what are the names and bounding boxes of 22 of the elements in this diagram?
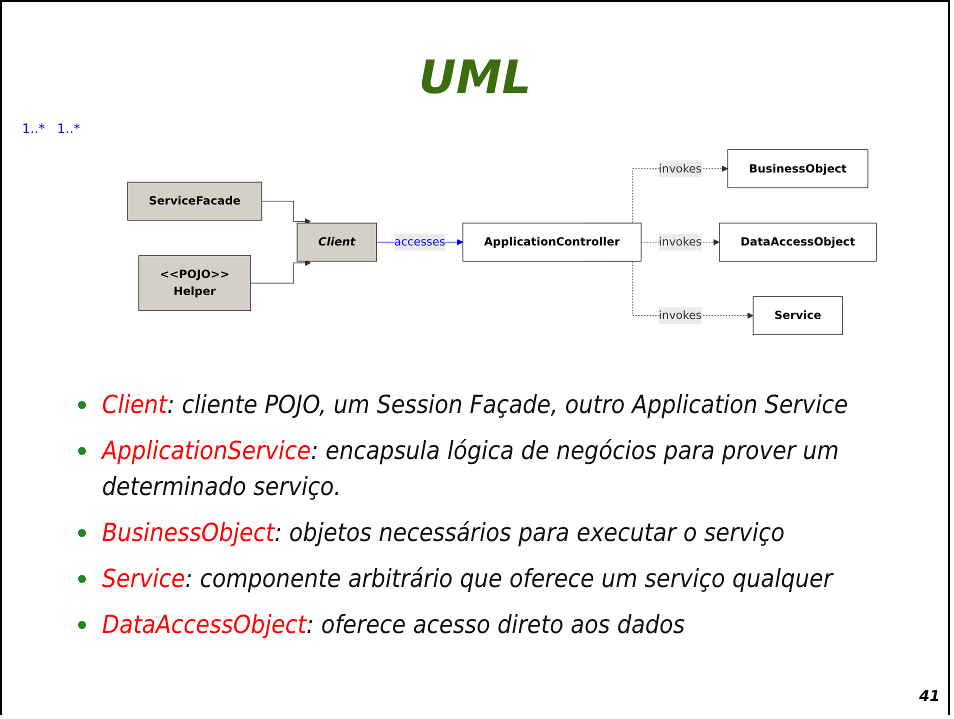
edge-label: accesses xyxy=(394,234,446,248)
page-number: 41 xyxy=(919,687,940,705)
node-box: ApplicationController xyxy=(462,222,642,262)
bullet-text: Client: cliente POJO, um Session Façade, outro Application Service xyxy=(102,390,848,419)
node-box: BusinessObject xyxy=(727,149,868,188)
bullet-text: DataAccessObject: oferece acesso direto aos dados xyxy=(102,610,685,639)
slide-title: UML xyxy=(418,50,532,104)
edge-label: invokes xyxy=(658,161,702,175)
multiplicity-label: 1..* xyxy=(22,122,46,137)
edge-label: invokes xyxy=(658,308,702,322)
node-box: ServiceFacade xyxy=(127,182,262,220)
bullet-text: BusinessObject: objetos necessários para executar o serviço xyxy=(102,518,785,547)
arrow xyxy=(261,200,311,224)
node-box: Client xyxy=(296,222,377,262)
node-box: Service xyxy=(752,296,843,335)
bullet-text: ApplicationService: encapsula lógica de negócios para prover um determinado serviço. xyxy=(102,436,839,501)
arrow xyxy=(250,260,311,284)
bullet-text: Service: componente arbitrário que oferece um serviço qualquer xyxy=(102,564,832,593)
node-box: DataAccessObject xyxy=(718,222,877,262)
node-box: <<POJO>> Helper xyxy=(138,255,252,311)
multiplicity-label: 1..* xyxy=(57,122,80,137)
edge-label: invokes xyxy=(658,234,702,248)
